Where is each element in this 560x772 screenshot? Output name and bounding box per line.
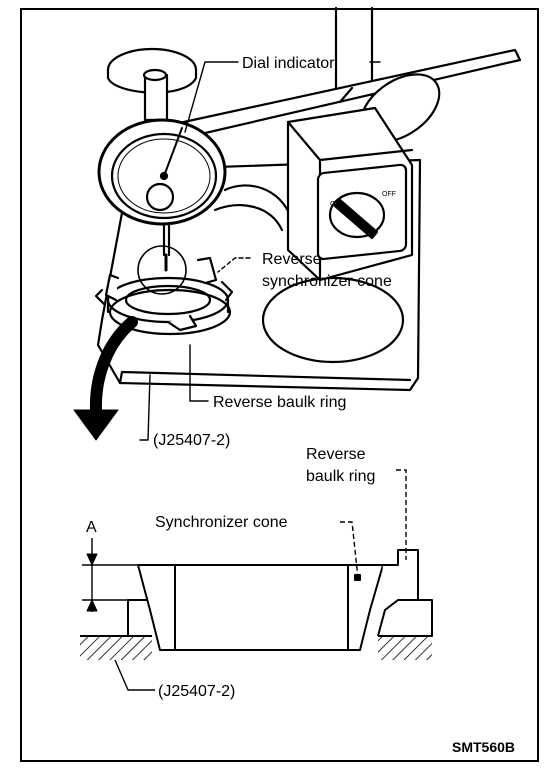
reverse-sync-cone-assembly xyxy=(94,245,234,336)
switch-off-label: OFF xyxy=(382,191,396,198)
label-synchronizer-cone: Synchronizer cone xyxy=(155,514,288,531)
leader-lines-bottom xyxy=(114,469,407,691)
label-reverse-baulk-ring-bottom-line1: Reverse xyxy=(306,446,366,463)
label-dimension-a: A xyxy=(86,519,97,536)
label-tool-top: (J25407-2) xyxy=(153,432,230,449)
magnetic-base-icon xyxy=(286,106,414,282)
label-reverse-sync-cone-line2: synchronizer cone xyxy=(262,273,392,290)
label-dial-indicator: Dial indicator xyxy=(242,55,335,72)
label-reverse-sync-cone-line1: Reverse xyxy=(262,251,322,268)
figure-code: SMT560B xyxy=(452,739,515,755)
figure-frame xyxy=(20,8,539,762)
label-reverse-baulk-ring-top: Reverse baulk ring xyxy=(213,394,346,411)
top-illustration xyxy=(73,6,522,441)
arrow-curve-icon xyxy=(73,316,138,441)
leader-lines-top xyxy=(139,61,381,441)
label-reverse-baulk-ring-bottom-line2: baulk ring xyxy=(306,468,375,485)
switch-on-label: ON xyxy=(330,201,341,208)
dial-indicator-icon xyxy=(97,68,227,272)
label-tool-bottom: (J25407-2) xyxy=(158,683,235,700)
cross-section xyxy=(80,469,433,691)
